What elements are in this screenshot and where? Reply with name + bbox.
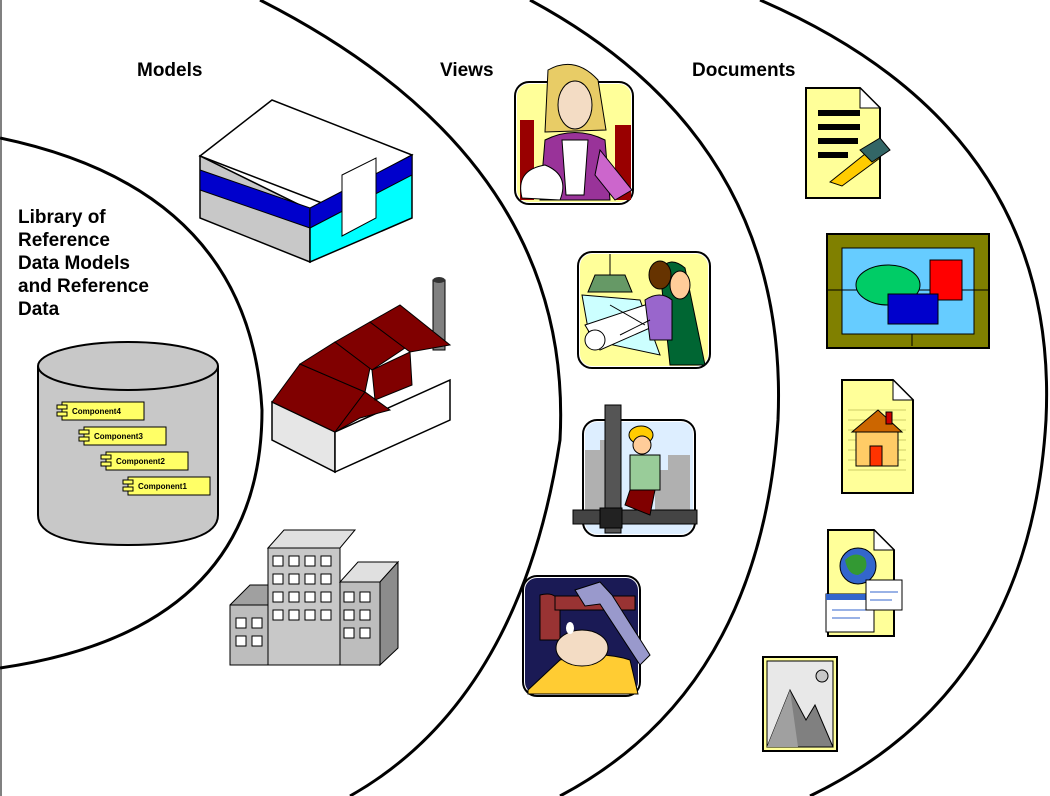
component-label: Component3 (94, 432, 143, 441)
plumber-wrench-icon (522, 575, 651, 697)
component-label: Component4 (72, 407, 121, 416)
library-label-line: Library of (18, 207, 106, 228)
construction-worker-icon (572, 404, 698, 537)
window (320, 573, 332, 585)
library-ring-line (0, 136, 264, 670)
window (343, 609, 355, 621)
architect-drafting-icon (577, 251, 711, 369)
window (251, 617, 263, 629)
window (304, 609, 316, 621)
library-label-line: and Reference (18, 276, 149, 297)
window (251, 635, 263, 647)
window (359, 591, 371, 603)
window (343, 627, 355, 639)
component-box: Component2 (100, 451, 189, 471)
window (235, 635, 247, 647)
library-label-line: Data (18, 299, 60, 320)
storage-block-icon (198, 99, 414, 264)
library-label-line: Data Models (18, 253, 130, 274)
window (235, 617, 247, 629)
views-ring-line (529, 0, 781, 796)
component-box: Component4 (56, 401, 145, 421)
manager-person-icon (514, 63, 634, 205)
signed-document-icon (805, 86, 891, 199)
component-label: Component2 (116, 457, 165, 466)
house-document-icon (841, 378, 915, 494)
models-label: Models (137, 60, 203, 81)
window (304, 591, 316, 603)
component-label: Component1 (138, 482, 187, 491)
window (288, 609, 300, 621)
window (272, 609, 284, 621)
library-label: Library of Reference Data Models and Ref… (18, 206, 208, 321)
window (272, 555, 284, 567)
models-ring-line (259, 0, 563, 796)
landscape-picture-icon (762, 656, 838, 752)
documents-ring-line (759, 0, 1049, 796)
window (343, 591, 355, 603)
window (304, 555, 316, 567)
window (320, 609, 332, 621)
framed-diagram-icon (826, 233, 990, 349)
window (359, 609, 371, 621)
window (359, 627, 371, 639)
component-box: Component1 (122, 476, 211, 496)
window (288, 573, 300, 585)
window (272, 573, 284, 585)
window (272, 591, 284, 603)
web-document-icon (825, 528, 903, 637)
window (288, 591, 300, 603)
documents-label: Documents (692, 60, 796, 81)
library-label-line: Reference (18, 230, 110, 251)
window (320, 555, 332, 567)
office-building-icon (229, 529, 400, 667)
window (304, 573, 316, 585)
factory-icon (271, 277, 452, 474)
component-box: Component3 (78, 426, 167, 446)
window (320, 591, 332, 603)
window (288, 555, 300, 567)
views-label: Views (440, 60, 494, 81)
